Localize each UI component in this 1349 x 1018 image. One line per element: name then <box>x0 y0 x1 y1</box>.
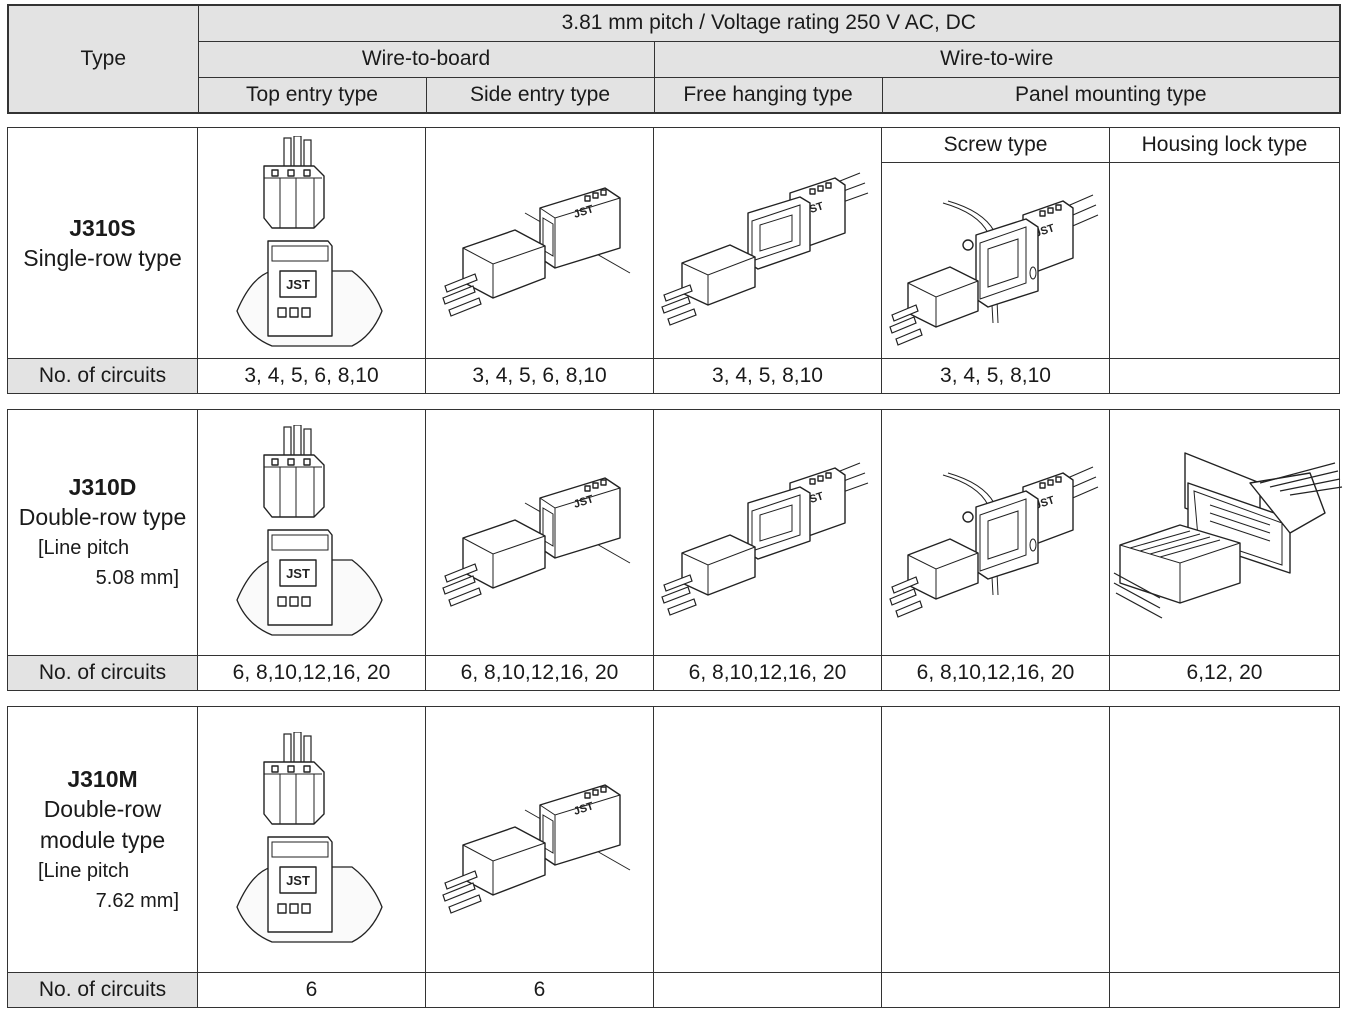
side-entry-connector-illustration <box>441 476 631 607</box>
circuits-value: 6, 8,10,12,16, 20 <box>653 655 882 691</box>
type-cell-j310s: J310S Single-row type <box>7 127 198 359</box>
top-entry-connector-illustration <box>235 135 383 347</box>
circuits-value: 6 <box>197 972 426 1008</box>
image-cell-side-entry <box>425 706 654 973</box>
image-cell-empty <box>653 706 882 973</box>
free-hanging-connector-illustration <box>661 172 869 326</box>
circuits-value <box>1109 972 1340 1008</box>
header-table: Type 3.81 mm pitch / Voltage rating 250 … <box>7 4 1342 114</box>
type-cell-j310d: J310D Double-row type [Line pitch 5.08 m… <box>7 409 198 656</box>
image-cell-free-hanging <box>653 127 882 359</box>
model-description-line2: module type <box>39 826 166 853</box>
line-pitch-value: 5.08 mm] <box>95 567 179 589</box>
circuits-value <box>653 972 882 1008</box>
col-top-entry: Top entry type <box>197 76 427 114</box>
circuits-value: 6 <box>425 972 654 1008</box>
type-cell-j310m: J310M Double-row module type [Line pitch… <box>7 706 198 973</box>
image-cell-panel-screw <box>881 409 1110 656</box>
image-cell-side-entry <box>425 127 654 359</box>
model-name: J310M <box>67 765 138 792</box>
circuits-value: 6,12, 20 <box>1109 655 1340 691</box>
model-description: Double-row type <box>18 504 187 530</box>
subcol-housing-lock-type: Housing lock type <box>1109 127 1340 163</box>
section-j310m: J310M Double-row module type [Line pitch… <box>7 706 1340 1008</box>
section-j310s: J310S Single-row type Screw type Housing… <box>7 127 1340 394</box>
type-header: Type <box>7 4 199 114</box>
section-j310d: J310D Double-row type [Line pitch 5.08 m… <box>7 409 1343 691</box>
model-description: Single-row type <box>23 244 182 271</box>
circuits-value: 3, 4, 5, 8,10 <box>881 358 1110 394</box>
circuits-value: 3, 4, 5, 8,10 <box>653 358 882 394</box>
panel-screw-connector-illustration <box>889 194 1099 346</box>
circuits-value: 6, 8,10,12,16, 20 <box>197 655 426 691</box>
group-wire-to-wire: Wire-to-wire <box>653 40 1341 78</box>
image-cell-empty <box>1109 162 1340 359</box>
model-name: J310S <box>69 214 136 241</box>
image-cell-top-entry <box>197 706 426 973</box>
panel-screw-connector-illustration <box>889 466 1099 618</box>
circuits-value: 3, 4, 5, 6, 8,10 <box>425 358 654 394</box>
image-cell-top-entry <box>197 409 426 656</box>
col-side-entry: Side entry type <box>425 76 655 114</box>
top-entry-connector-illustration <box>235 732 383 943</box>
circuits-label: No. of circuits <box>7 972 198 1008</box>
free-hanging-connector-illustration <box>661 461 869 616</box>
image-cell-housing-lock <box>1109 409 1343 656</box>
image-cell-free-hanging <box>653 409 882 656</box>
col-free-hanging: Free hanging type <box>653 76 883 114</box>
image-cell-empty <box>1109 706 1340 973</box>
image-cell-panel-screw <box>881 162 1110 359</box>
circuits-value <box>881 972 1110 1008</box>
model-name: J310D <box>68 474 137 500</box>
line-pitch-label: [Line pitch <box>38 537 130 559</box>
circuits-value: 6, 8,10,12,16, 20 <box>881 655 1110 691</box>
circuits-label: No. of circuits <box>7 655 198 691</box>
circuits-value: 6, 8,10,12,16, 20 <box>425 655 654 691</box>
model-description-line1: Double-row <box>43 795 162 822</box>
circuits-value <box>1109 358 1340 394</box>
line-pitch-label: [Line pitch <box>38 859 130 882</box>
image-cell-top-entry <box>197 127 426 359</box>
col-panel-mounting: Panel mounting type <box>881 76 1341 114</box>
circuits-value: 3, 4, 5, 6, 8,10 <box>197 358 426 394</box>
image-cell-empty <box>881 706 1110 973</box>
spec-header: 3.81 mm pitch / Voltage rating 250 V AC,… <box>197 4 1341 42</box>
top-entry-connector-illustration <box>235 425 383 636</box>
housing-lock-connector-illustration <box>1113 451 1343 619</box>
group-wire-to-board: Wire-to-board <box>197 40 655 78</box>
side-entry-connector-illustration <box>441 187 631 317</box>
image-cell-side-entry <box>425 409 654 656</box>
line-pitch-value: 7.62 mm] <box>95 889 179 912</box>
side-entry-connector-illustration <box>441 783 631 914</box>
circuits-label: No. of circuits <box>7 358 198 394</box>
subcol-screw-type: Screw type <box>881 127 1110 163</box>
